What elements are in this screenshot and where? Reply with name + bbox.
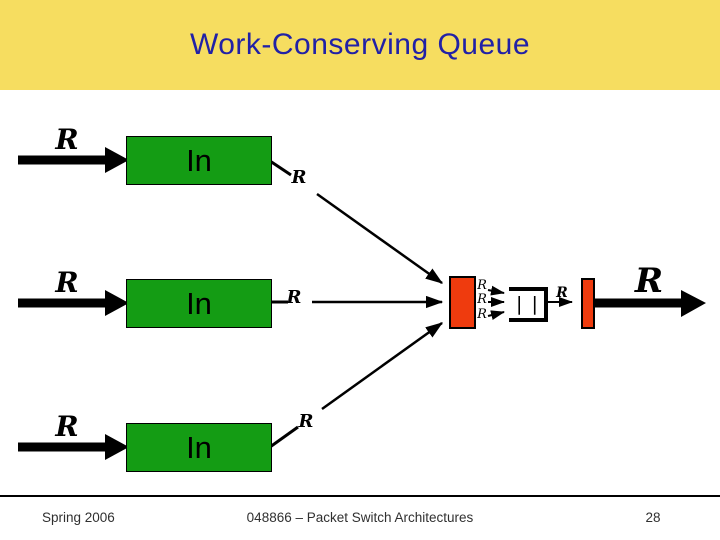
- footer-course-title: 048866 – Packet Switch Architectures: [246, 510, 474, 525]
- title-band: [0, 0, 720, 90]
- mux-rate-label-1: R: [477, 278, 487, 293]
- line-rate-label-3: R: [298, 411, 314, 432]
- input-box-3: In: [126, 423, 272, 472]
- mux-to-queue-arrows: [487, 285, 505, 321]
- input-box-2-label: In: [186, 285, 212, 321]
- input-arrow-1: [18, 147, 129, 173]
- line-rate-label-2: R: [286, 287, 302, 308]
- input-rate-label-2: R: [55, 266, 79, 299]
- queue-box: [509, 287, 548, 322]
- footer-page-number: 28: [645, 510, 661, 525]
- input-box-2: In: [126, 279, 272, 328]
- input-rate-label-1: R: [55, 123, 79, 156]
- input-arrow-2: [18, 290, 129, 316]
- slide-title: Work-Conserving Queue: [189, 28, 531, 61]
- mux-rate-label-3: R: [477, 307, 487, 322]
- input-rate-label-3: R: [55, 410, 79, 443]
- line-rate-label-1: R: [291, 167, 307, 188]
- queue-occupancy-marks: ||: [513, 292, 545, 315]
- mux-rate-label-2: R: [477, 292, 487, 307]
- connector-bottom: [269, 321, 444, 449]
- input-box-1: In: [126, 136, 272, 185]
- footer-term: Spring 2006: [42, 510, 115, 525]
- output-bar: [581, 278, 595, 329]
- mux-bar: [449, 276, 476, 329]
- footer-divider: [0, 495, 720, 497]
- output-arrow: [594, 290, 706, 317]
- input-arrow-3: [18, 434, 129, 460]
- connector-top: [269, 159, 444, 285]
- input-box-3-label: In: [186, 429, 212, 465]
- input-box-1-label: In: [186, 142, 212, 178]
- output-rate-label: R: [634, 261, 664, 301]
- queue-out-rate-label: R: [556, 285, 568, 301]
